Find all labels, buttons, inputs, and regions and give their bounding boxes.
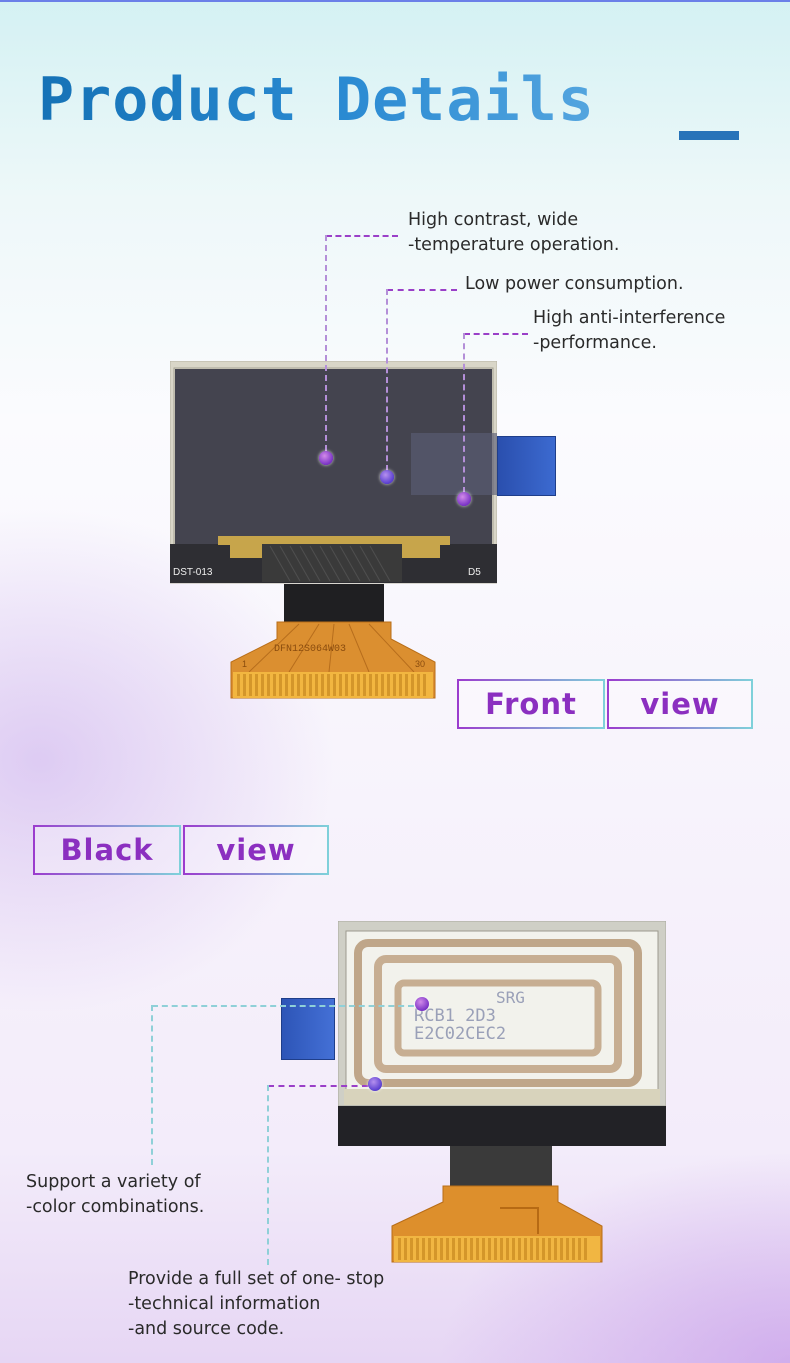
back-label-line1: SRG — [496, 988, 525, 1007]
black-view-tag: Black view — [33, 825, 329, 877]
title-accent-bar — [679, 131, 739, 140]
feature-text-line: Provide a full set of one- stop — [128, 1269, 385, 1289]
feature-color-combinations: Support a variety of -color combinations… — [26, 1170, 204, 1220]
callout-line — [152, 1005, 414, 1007]
feature-text-line: -and source code. — [128, 1319, 285, 1339]
pin-start-label: 1 — [242, 659, 247, 669]
module-right-label: D5 — [468, 567, 481, 578]
fpc-ribbon-front: DFN12S064W03 1 30 — [230, 584, 436, 699]
feature-low-power: Low power consumption. — [465, 272, 684, 297]
module-left-label: DST-013 — [173, 567, 213, 578]
callout-line — [268, 1085, 368, 1087]
back-label-line2: RCB1 2D3 — [414, 1006, 496, 1026]
feature-text-line: -temperature operation. — [408, 235, 620, 255]
callout-dot — [415, 997, 429, 1011]
oled-module-front-image: DST-013 D5 — [170, 361, 497, 584]
tag-word-black: Black — [33, 825, 181, 875]
callout-line — [325, 235, 327, 451]
callout-line — [387, 289, 457, 291]
callout-dot — [457, 492, 471, 506]
feature-text-line: Low power consumption. — [465, 274, 684, 294]
tag-word-view: view — [183, 825, 329, 875]
feature-text-line: Support a variety of — [26, 1172, 201, 1192]
fpc-code: DFN12S064W03 — [274, 644, 346, 655]
feature-text-line: -performance. — [533, 333, 657, 353]
feature-text-line: High contrast, wide — [408, 210, 579, 230]
back-label-line3: E2C02CEC2 — [414, 1024, 506, 1044]
fpc-ribbon-back — [391, 1146, 603, 1263]
flex-cable-tab — [497, 436, 556, 496]
front-view-tag: Front view — [457, 679, 753, 731]
oled-module-back-image: SRG RCB1 2D3 E2C02CEC2 — [338, 921, 666, 1146]
callout-dot — [368, 1077, 382, 1091]
feature-technical-information: Provide a full set of one- stop -technic… — [128, 1267, 384, 1342]
feature-text-line: High anti-interference — [533, 308, 726, 328]
callout-dot — [380, 470, 394, 484]
callout-line — [326, 235, 398, 237]
flex-cable-tab-back — [281, 998, 335, 1060]
top-border-line — [0, 0, 790, 2]
feature-high-contrast: High contrast, wide -temperature operati… — [408, 208, 619, 258]
callout-line — [464, 333, 528, 335]
feature-text-line: -color combinations. — [26, 1197, 205, 1217]
callout-line — [151, 1005, 153, 1165]
callout-line — [386, 289, 388, 471]
feature-anti-interference: High anti-interference -performance. — [533, 306, 725, 356]
tag-word-front: Front — [457, 679, 605, 729]
page-title: Product Details — [38, 65, 595, 135]
tag-word-view: view — [607, 679, 753, 729]
callout-dot — [319, 451, 333, 465]
feature-text-line: -technical information — [128, 1294, 321, 1314]
pin-end-label: 30 — [415, 659, 425, 669]
callout-line — [267, 1085, 269, 1265]
callout-line — [463, 333, 465, 493]
